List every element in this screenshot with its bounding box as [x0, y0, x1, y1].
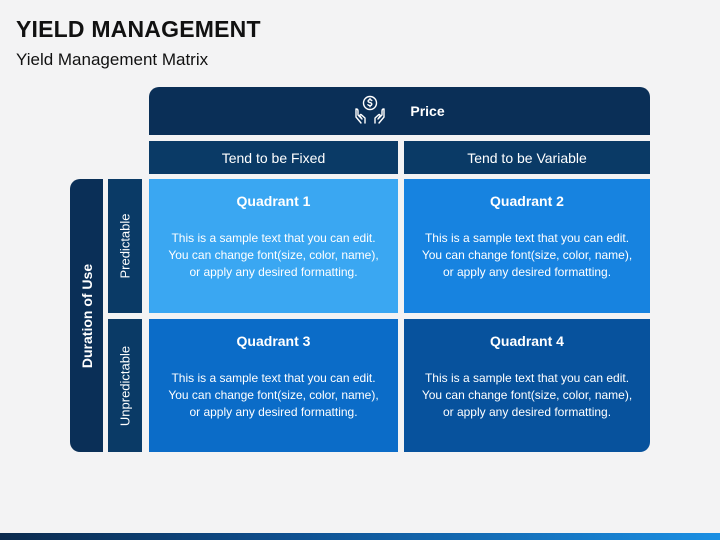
quadrant-text: This is a sample text that you can edit.… [168, 371, 379, 419]
quadrant-1: Quadrant 1 This is a sample text that yo… [149, 179, 398, 313]
duration-axis-header: Duration of Use [70, 179, 103, 452]
price-label: Price [410, 103, 445, 119]
quadrant-text: This is a sample text that you can edit.… [168, 231, 379, 279]
page-title: YIELD MANAGEMENT [16, 16, 261, 42]
quadrant-4: Quadrant 4 This is a sample text that yo… [404, 319, 650, 452]
quadrant-title: Quadrant 3 [236, 333, 311, 349]
duration-label: Duration of Use [78, 263, 95, 368]
price-axis-header: Price [149, 87, 650, 135]
quadrant-title: Quadrant 2 [490, 193, 564, 209]
quadrant-3: Quadrant 3 This is a sample text that yo… [149, 319, 398, 452]
quadrant-2: Quadrant 2 This is a sample text that yo… [404, 179, 650, 313]
quadrant-text: This is a sample text that you can edit.… [421, 371, 633, 419]
row-label-predictable: Predictable [117, 213, 133, 279]
row-label-unpredictable: Unpredictable [117, 345, 133, 426]
column-header-variable: Tend to be Variable [404, 141, 650, 174]
quadrant-title: Quadrant 4 [490, 333, 564, 349]
quadrant-text: This is a sample text that you can edit.… [421, 231, 633, 279]
footer-accent-bar [0, 533, 720, 540]
column-header-fixed: Tend to be Fixed [149, 141, 398, 174]
quadrant-title: Quadrant 1 [236, 193, 311, 209]
row-header-unpredictable: Unpredictable [108, 319, 142, 452]
row-header-predictable: Predictable [108, 179, 142, 313]
hands-money-icon [354, 95, 386, 128]
page-subtitle: Yield Management Matrix [16, 50, 209, 69]
